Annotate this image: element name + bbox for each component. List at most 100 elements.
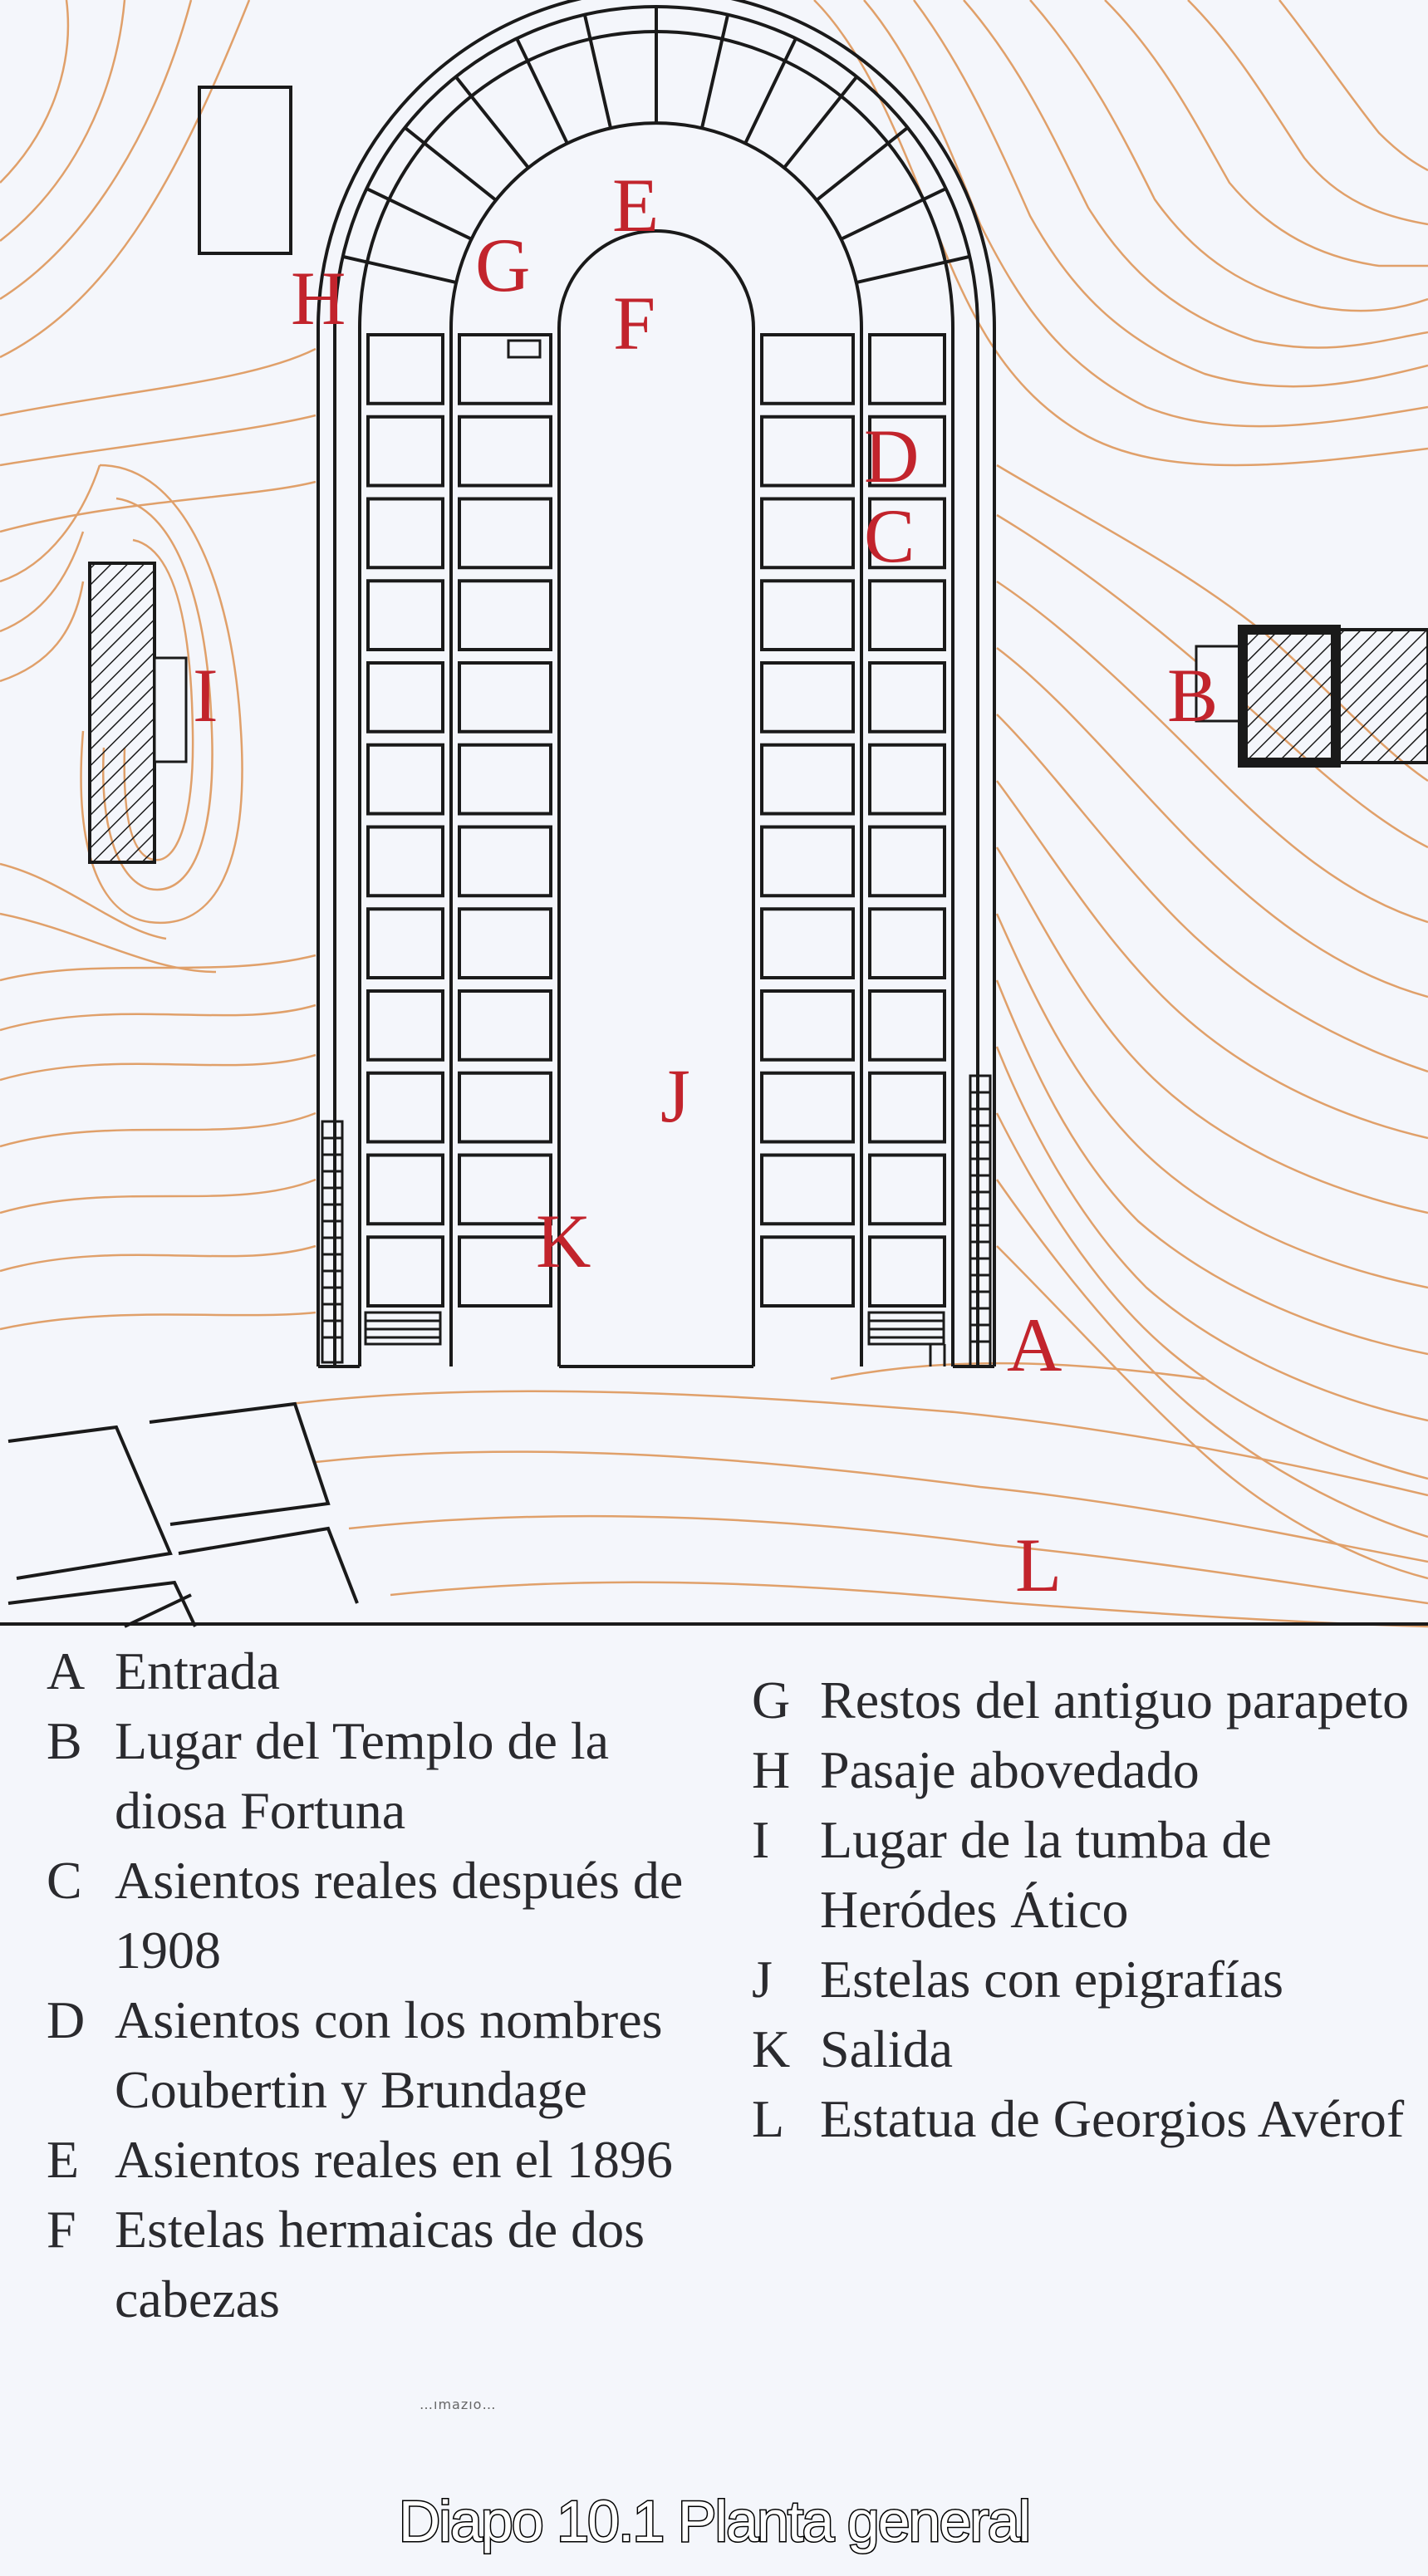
seat-block: [868, 1153, 946, 1226]
seat-block: [868, 497, 946, 570]
seat-divider: [366, 260, 457, 284]
seat-block: [458, 907, 552, 979]
seat-block: [868, 989, 946, 1062]
seat-divider: [922, 187, 947, 201]
stadium-plan: A B C D E F G H I J K L: [0, 0, 1428, 1628]
seat-blocks: [366, 333, 946, 1308]
seat-divider: [454, 76, 473, 98]
seat-block: [458, 1153, 552, 1226]
seat-block: [868, 907, 946, 979]
seat-divider: [515, 37, 529, 62]
label-B: B: [1167, 653, 1218, 738]
seat-block: [366, 825, 444, 898]
seat-block: [760, 825, 855, 898]
label-A: A: [1007, 1303, 1062, 1387]
seat-block: [366, 989, 444, 1062]
seat-block: [760, 579, 855, 651]
seat-block: [760, 333, 855, 405]
building-rectangle: [198, 86, 292, 255]
seat-dividers-curve: [342, 7, 970, 284]
seat-block: [760, 1153, 855, 1226]
seat-block: [366, 1235, 444, 1308]
seat-block: [366, 661, 444, 734]
seat-block: [458, 1071, 552, 1144]
stamp-text: …ımazıo…: [420, 2397, 497, 2412]
seat-block: [458, 661, 552, 734]
label-F: F: [613, 281, 655, 366]
seat-divider: [423, 141, 498, 202]
seat-block: [868, 661, 946, 734]
seat-block: [366, 333, 444, 405]
seat-divider: [388, 198, 473, 241]
seat-block: [868, 825, 946, 898]
seat-block: [760, 661, 855, 734]
seat-block: [458, 497, 552, 570]
seat-divider: [783, 95, 843, 169]
seat-divider: [700, 38, 724, 129]
label-C: C: [864, 493, 915, 578]
seat-divider: [588, 38, 612, 129]
seat-divider: [366, 187, 390, 201]
tomb-block: [88, 562, 188, 864]
seat-block: [458, 415, 552, 488]
contour-lines: [0, 0, 1428, 1628]
seat-divider: [342, 254, 368, 264]
seat-divider: [783, 37, 797, 62]
seat-divider: [404, 126, 426, 145]
seat-block: [366, 907, 444, 979]
seat-divider: [840, 76, 858, 98]
label-E: E: [612, 163, 659, 248]
seat-divider: [582, 14, 592, 40]
seat-divider: [840, 198, 925, 241]
seat-block: [458, 1235, 552, 1308]
seat-block: [458, 743, 552, 816]
seat-divider: [945, 254, 970, 264]
seat-block: [868, 1235, 946, 1308]
seat-block: [458, 989, 552, 1062]
seat-block: [760, 415, 855, 488]
seat-block: [868, 333, 946, 405]
caption: Diapo 10.1 Planta general: [397, 2488, 1032, 2555]
seat-divider: [743, 60, 787, 145]
seat-block: [458, 579, 552, 651]
street-blocks: [7, 1401, 359, 1628]
seat-block: [760, 1071, 855, 1144]
label-H: H: [291, 256, 346, 341]
seat-divider: [815, 141, 890, 202]
label-L: L: [1015, 1523, 1062, 1607]
seat-block: [366, 415, 444, 488]
stairs: [321, 339, 992, 1368]
seat-block: [760, 989, 855, 1062]
seat-divider: [526, 60, 569, 145]
seat-block: [366, 1153, 444, 1226]
seat-divider: [469, 95, 530, 169]
label-I: I: [193, 653, 218, 738]
seat-block: [868, 579, 946, 651]
seat-divider: [886, 126, 909, 145]
seat-block: [868, 743, 946, 816]
seat-block: [366, 497, 444, 570]
seat-divider: [720, 14, 730, 40]
label-G: G: [475, 223, 530, 307]
seat-block: [458, 825, 552, 898]
seat-block: [366, 579, 444, 651]
seat-block: [366, 1071, 444, 1144]
seat-block: [760, 743, 855, 816]
temple-block: [1195, 625, 1428, 768]
seat-divider: [856, 260, 946, 284]
label-D: D: [864, 414, 919, 498]
seat-block: [458, 333, 552, 405]
label-K: K: [536, 1199, 591, 1283]
seat-block: [868, 415, 946, 488]
